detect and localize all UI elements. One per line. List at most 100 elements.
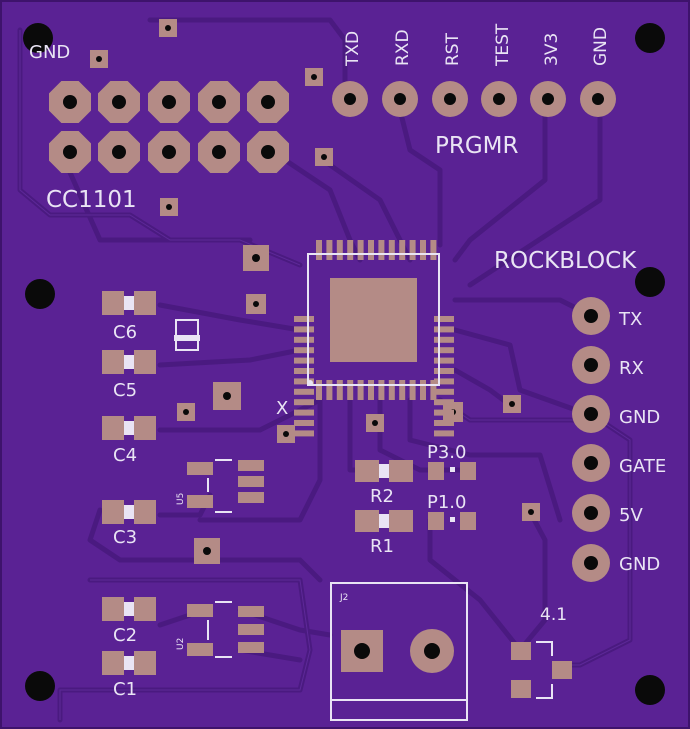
cc1101-pin-hole — [162, 145, 176, 159]
prgmr-pin-hole — [394, 93, 406, 105]
qfp-lead — [294, 378, 314, 385]
qfp-lead — [294, 420, 314, 426]
qfp-lead — [388, 380, 395, 400]
qfp-lead — [434, 326, 454, 333]
capacitor-body — [124, 505, 134, 519]
mounting-hole-mid-right — [635, 267, 665, 297]
qfp-lead — [294, 368, 314, 374]
qfp-lead — [434, 368, 454, 374]
prgmr-pin-hole — [444, 93, 456, 105]
p30-label: P3.0 — [427, 442, 466, 463]
label-41: 4.1 — [540, 605, 567, 625]
qfp-lead — [378, 240, 385, 260]
qfp-lead — [294, 347, 314, 354]
capacitor-pad — [102, 651, 124, 675]
qfp-lead — [294, 430, 314, 437]
prgmr-pin-hole — [493, 93, 505, 105]
cc1101-pin-hole — [212, 145, 226, 159]
qfp-lead — [420, 380, 426, 400]
c5-label: C5 — [113, 380, 137, 401]
qfp-lead — [294, 388, 314, 395]
qfp-lead — [378, 380, 385, 400]
rockblock-pin-label: GATE — [619, 456, 666, 477]
capacitor-pad — [134, 416, 156, 440]
qfp-lead — [368, 240, 374, 260]
cc1101-pin-hole — [261, 145, 275, 159]
capacitor-body — [124, 602, 134, 616]
cc1101-pin-hole — [112, 145, 126, 159]
qfp-pin1-marker — [307, 380, 313, 386]
prgmr-pin-hole — [592, 93, 604, 105]
prgmr-pin-label: RST — [443, 32, 463, 66]
j2-terminal-block: J2 — [330, 582, 468, 721]
r1-pad-left — [355, 510, 379, 532]
qfp-lead — [357, 240, 364, 260]
qfp-lead — [326, 240, 333, 260]
prgmr-pin-label: TEST — [493, 23, 513, 67]
c1-label: C1 — [113, 679, 137, 700]
cc1101-pin-hole — [162, 95, 176, 109]
j2-outline — [330, 582, 468, 721]
qfp-lead — [294, 326, 314, 333]
qfp-lead — [294, 336, 314, 343]
gnd-top-label: GND — [29, 42, 70, 63]
qfp-lead — [336, 240, 343, 260]
p10-pad-left — [428, 512, 444, 530]
qfp-lead — [409, 380, 416, 400]
prgmr-pin-label: TXD — [343, 31, 363, 67]
rockblock-pin-hole — [584, 456, 598, 470]
capacitor-pad — [102, 291, 124, 315]
rockblock-pin-label: RX — [619, 358, 644, 379]
sot-component-41: 4.1 — [511, 605, 572, 699]
qfp-lead — [409, 240, 416, 260]
r1-pad-right — [389, 510, 413, 532]
cc1101-label: CC1101 — [46, 187, 137, 213]
qfp-lead — [420, 240, 426, 260]
qfp-lead — [368, 380, 374, 400]
rockblock-pin-label: GND — [619, 407, 660, 428]
rockblock-pin-label: GND — [619, 554, 660, 575]
qfp-lead — [294, 357, 314, 364]
qfp-lead — [399, 240, 406, 260]
rockblock-pin-label: TX — [618, 309, 642, 330]
qfp-lead — [399, 380, 406, 400]
capacitor-pad — [102, 500, 124, 524]
capacitor-pad — [102, 416, 124, 440]
r1-label: R1 — [370, 536, 394, 557]
mounting-hole-top-left — [23, 23, 53, 53]
mounting-hole-bottom-left — [25, 671, 55, 701]
prgmr-pin-label: GND — [591, 27, 611, 66]
prgmr-header: TXD RXD RST TEST 3V3 GND — [332, 23, 616, 117]
qfp-lead — [326, 380, 333, 400]
copper-traces-highlight — [19, 30, 631, 720]
qfp-lead — [434, 316, 454, 322]
qfp-lead — [357, 380, 364, 400]
qfp-lead — [316, 240, 322, 260]
cc1101-pin-hole — [63, 95, 77, 109]
rockblock-pin-hole — [584, 309, 598, 323]
r2-label: R2 — [370, 486, 394, 507]
qfp-lead — [434, 430, 454, 437]
u5-regulator: U5 — [176, 459, 264, 513]
qfp-lead — [294, 316, 314, 322]
p30-pad-left — [428, 462, 444, 480]
small-component-outline — [174, 319, 200, 351]
mounting-hole-top-right — [635, 23, 665, 53]
qfp-lead — [388, 240, 395, 260]
mounting-hole-mid-left — [25, 279, 55, 309]
x-mark-label: X — [276, 398, 288, 419]
qfp-lead — [434, 409, 454, 416]
prgmr-pin-label: 3V3 — [542, 33, 562, 66]
solder-jumpers: P3.0 P1.0 — [427, 442, 476, 530]
u5-label: U5 — [176, 493, 186, 505]
capacitor-body — [124, 296, 134, 310]
u2-regulator: U2 — [176, 601, 264, 658]
resistors: R2 R1 — [355, 460, 413, 557]
capacitor-pad — [134, 651, 156, 675]
cc1101-pin-hole — [212, 95, 226, 109]
qfp-lead — [294, 409, 314, 416]
rockblock-pin-hole — [584, 506, 598, 520]
qfp-lead — [434, 347, 454, 354]
